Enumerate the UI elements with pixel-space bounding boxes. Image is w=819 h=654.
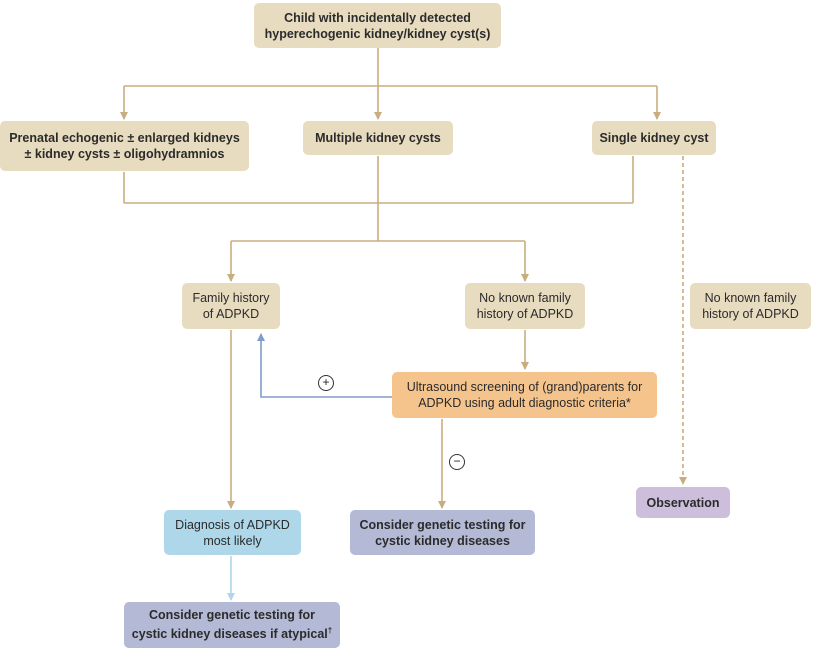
ultrasound-screening-node: Ultrasound screening of (grand)parents f… <box>392 372 657 418</box>
plus-sign: + <box>318 375 334 391</box>
minus-sign: − <box>449 454 465 470</box>
single-cyst-node: Single kidney cyst <box>592 121 716 155</box>
observation-node: Observation <box>636 487 730 518</box>
arrow-positive-to-family-history <box>257 333 392 398</box>
multiple-cysts-node: Multiple kidney cysts <box>303 121 453 155</box>
prenatal-node: Prenatal echogenic ± enlarged kidneys± k… <box>0 121 249 171</box>
